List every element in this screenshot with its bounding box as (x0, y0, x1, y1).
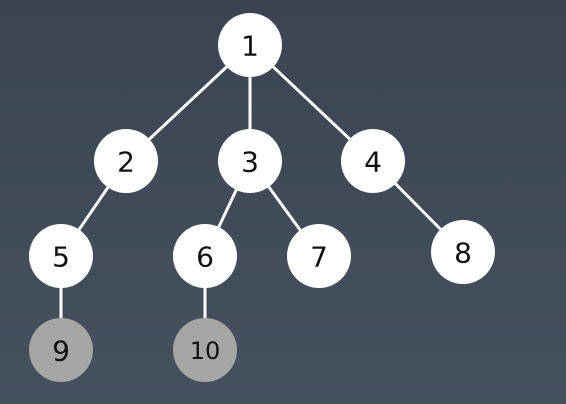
node-label-10: 10 (190, 337, 221, 365)
node-circle-7 (287, 224, 351, 288)
edge-3-6 (217, 188, 238, 229)
node-circle-3 (218, 129, 282, 193)
node-circle-5 (29, 224, 93, 288)
node-10: 10 (173, 318, 237, 382)
node-circle-2 (94, 129, 158, 193)
edge-2-5 (77, 185, 110, 232)
node-label-3: 3 (241, 146, 259, 179)
node-4: 4 (341, 129, 405, 193)
node-circle-9 (29, 318, 93, 382)
node-6: 6 (173, 224, 237, 288)
node-circle-10 (173, 318, 237, 382)
node-circle-4 (341, 129, 405, 193)
edge-4-8 (394, 182, 442, 231)
node-label-7: 7 (310, 241, 328, 274)
node-3: 3 (218, 129, 282, 193)
node-label-1: 1 (241, 30, 259, 63)
node-2: 2 (94, 129, 158, 193)
node-label-9: 9 (52, 335, 70, 368)
edge-3-7 (267, 185, 302, 232)
node-5: 5 (29, 224, 93, 288)
node-label-8: 8 (454, 237, 472, 270)
node-9: 9 (29, 318, 93, 382)
node-1: 1 (218, 13, 282, 77)
node-circle-8 (431, 220, 495, 284)
node-label-5: 5 (52, 241, 70, 274)
node-label-2: 2 (117, 146, 135, 179)
nodes-layer: 1 2 3 4 5 6 7 8 9 10 (29, 13, 495, 382)
edges-layer (59, 65, 442, 320)
edge-1-4 (271, 65, 352, 141)
node-circle-6 (173, 224, 237, 288)
node-label-6: 6 (196, 241, 214, 274)
edge-1-2 (147, 65, 229, 141)
node-circle-1 (218, 13, 282, 77)
node-label-4: 4 (364, 146, 382, 179)
node-7: 7 (287, 224, 351, 288)
node-8: 8 (431, 220, 495, 284)
